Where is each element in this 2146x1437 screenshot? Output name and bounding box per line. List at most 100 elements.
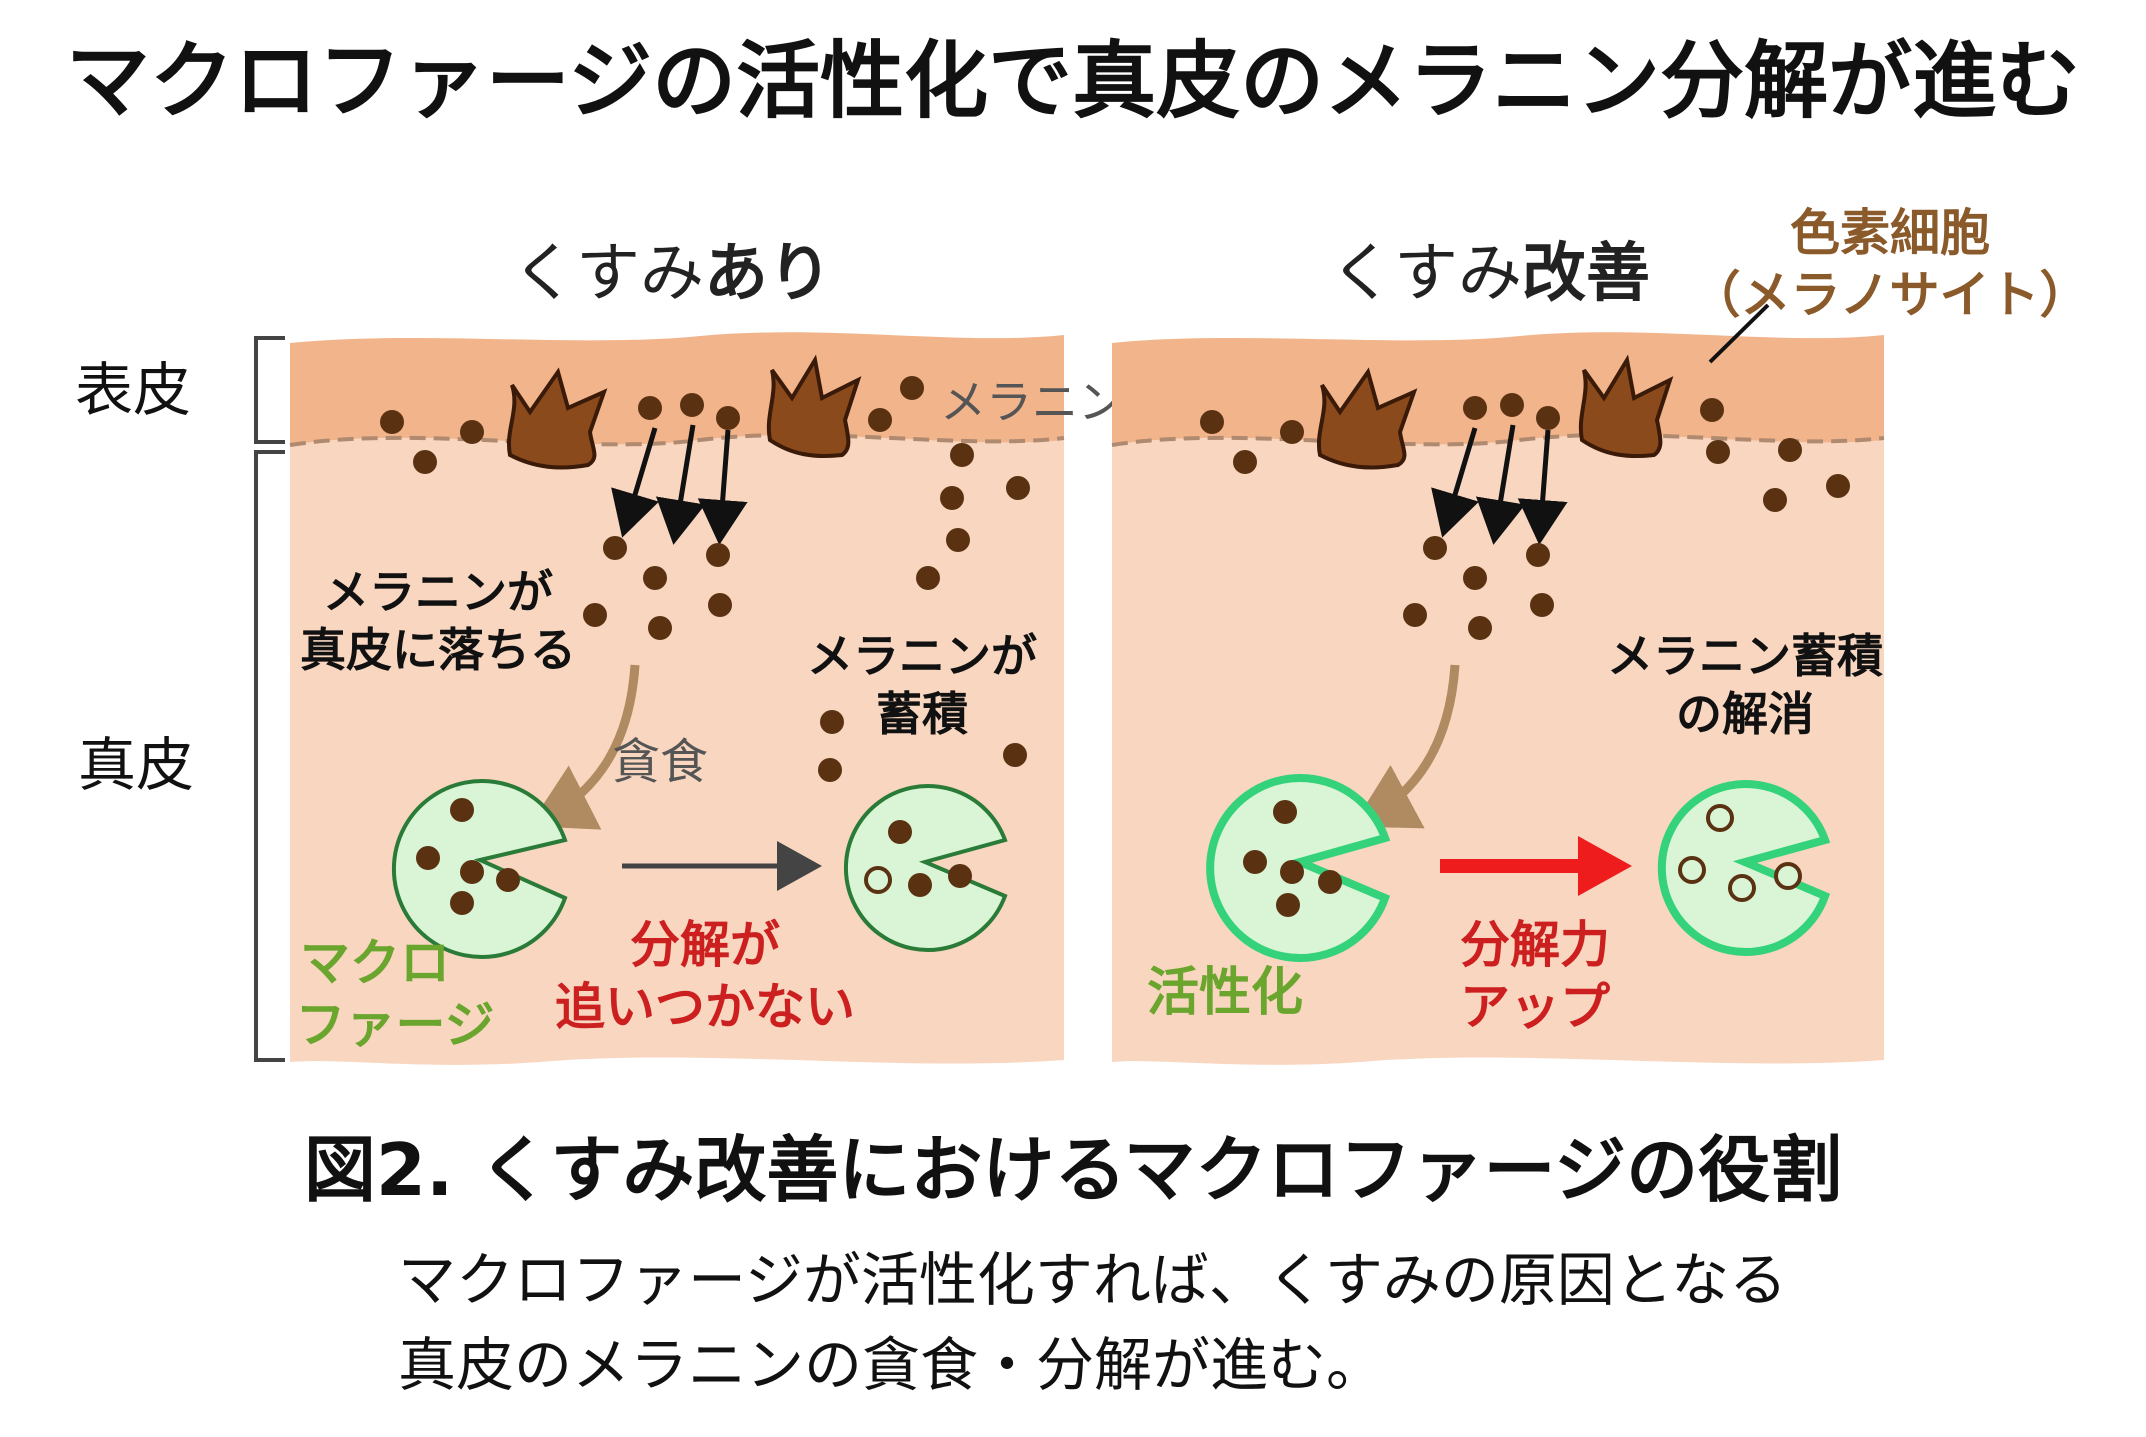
activated-label: 活性化 (1147, 963, 1303, 1023)
melanin-granule (950, 443, 974, 467)
right-epidermis (1112, 332, 1884, 445)
melanocyte-shape (766, 354, 862, 459)
melanin-granule (1280, 860, 1304, 884)
falling-arrow (1475, 424, 1526, 545)
melanin-granule (638, 396, 662, 420)
melanocyte-pointer (1708, 303, 1770, 364)
melanin-granule (916, 566, 940, 590)
melanin-granule (716, 406, 740, 430)
melanin-granule (643, 566, 667, 590)
melanocyte-shape (1578, 354, 1674, 459)
melanin-granule (1280, 420, 1304, 444)
melanin-granule (460, 860, 484, 884)
phagocytosis-label: 貪食 (612, 734, 708, 790)
melanin-granule (1233, 450, 1257, 474)
melanin-label: メラニン (940, 375, 1124, 429)
melanin-granule (900, 376, 924, 400)
degraded-melanin (1728, 874, 1756, 902)
macrophage-label: マクロファージ (296, 934, 495, 1054)
falling-arrow (655, 424, 706, 545)
melanin-granule (706, 543, 730, 567)
right-basement-line (1111, 433, 1885, 447)
melanin-granule (1536, 406, 1560, 430)
melanin-granule (583, 603, 607, 627)
degraded-melanin (864, 866, 892, 894)
melanin-granule (1243, 850, 1267, 874)
figure-title: 図2. くすみ改善におけるマクロファージの役割 (304, 1128, 1842, 1212)
dermis-bracket (254, 450, 285, 1062)
dermis-label: 真皮 (78, 731, 194, 799)
caption-line-1: マクロファージが活性化すれば、くすみの原因となる (398, 1246, 1787, 1314)
melanin-granule (1500, 393, 1524, 417)
epidermis-label: 表皮 (75, 356, 191, 424)
melanin-granule (1006, 476, 1030, 500)
left-basement-line (289, 433, 1065, 447)
melanin-granule (1273, 800, 1297, 824)
melanin-granule (416, 846, 440, 870)
melanin-granule (888, 820, 912, 844)
falling-arrow (611, 427, 660, 538)
melanin-granule (868, 408, 892, 432)
melanin-granule (1276, 893, 1300, 917)
power-arrow-head (1578, 836, 1632, 896)
melanin-granule (1763, 488, 1787, 512)
melanin-granule (1463, 566, 1487, 590)
macrophage-left-2 (844, 784, 1008, 952)
falling-arrow (1517, 429, 1568, 545)
melanin-granule (1200, 410, 1224, 434)
melanin-granule (1468, 616, 1492, 640)
engulf-arrow (1352, 664, 1460, 829)
right-panel: くすみ改善 色素細胞（メラノサイト） メラニン蓄積の解消 活性化 分解力アップ (1111, 204, 2090, 1065)
melanin-granule (908, 873, 932, 897)
right-heading: くすみ改善 (1330, 237, 1650, 311)
degraded-melanin (1706, 804, 1734, 832)
melanin-granule (1003, 743, 1027, 767)
breakdown-label: 分解が追いつかない (555, 916, 855, 1036)
caption-line-2: 真皮のメラニンの貪食・分解が進む。 (398, 1331, 1384, 1399)
melanocyte-label: 色素細胞（メラノサイト） (1691, 204, 2090, 324)
melanin-granule (603, 536, 627, 560)
melanin-granule (648, 616, 672, 640)
melanin-granule (413, 450, 437, 474)
melanin-granule (818, 758, 842, 782)
melanocyte-shape (507, 367, 608, 470)
macrophage-activated-2 (1657, 780, 1831, 956)
epidermis-bracket (254, 336, 285, 444)
falling-arrow (697, 429, 748, 545)
melanin-granule (1526, 543, 1550, 567)
left-panel: くすみあり メラニン メラニンが真皮に落ちる 貪食 メラニンが蓄積 マクロファー… (289, 237, 1124, 1065)
melanin-granule (496, 868, 520, 892)
melanin-granule (1826, 474, 1850, 498)
melanin-granule (1318, 870, 1342, 894)
melanin-granule (450, 891, 474, 915)
falling-arrow (1431, 427, 1480, 538)
resolved-label: メラニン蓄積の解消 (1607, 629, 1883, 741)
main-title: マクロファージの活性化で真皮のメラニン分解が進む (66, 32, 2080, 130)
melanin-granule (1463, 396, 1487, 420)
melanin-granule (1530, 593, 1554, 617)
melanin-granule (380, 410, 404, 434)
melanin-granule (946, 528, 970, 552)
left-heading: くすみあり (512, 237, 832, 311)
melanin-granule (1706, 440, 1730, 464)
melanin-granule (680, 393, 704, 417)
melanin-granule (1403, 603, 1427, 627)
melanin-granule (940, 486, 964, 510)
melanocyte-shape (1317, 367, 1418, 470)
melanin-granule (460, 420, 484, 444)
degraded-melanin (1774, 862, 1802, 890)
melanin-granule (708, 593, 732, 617)
melanin-granule (450, 798, 474, 822)
melanin-granule (1423, 536, 1447, 560)
melanin-granule (820, 710, 844, 734)
melanin-granules (380, 376, 1850, 917)
power-label: 分解力アップ (1460, 916, 1610, 1036)
falling-label: メラニンが真皮に落ちる (300, 565, 576, 677)
melanin-granule (1778, 438, 1802, 462)
engulf-arrow (528, 664, 640, 830)
melanin-granule (948, 864, 972, 888)
degraded-melanin (1678, 856, 1706, 884)
melanin-granule (1700, 398, 1724, 422)
accumulate-label: メラニンが蓄積 (807, 629, 1037, 741)
